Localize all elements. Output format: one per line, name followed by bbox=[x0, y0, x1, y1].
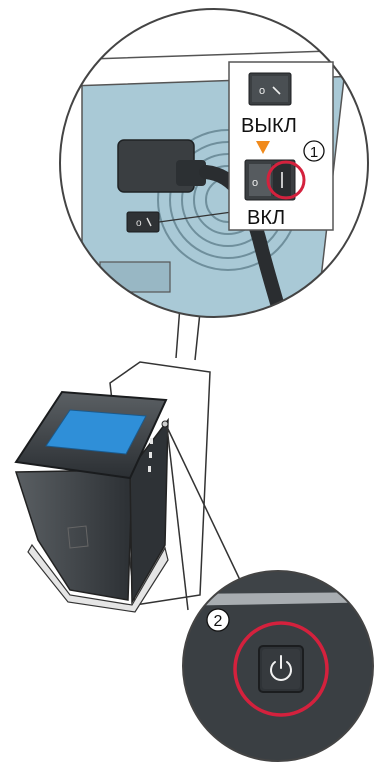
side-ports bbox=[148, 438, 153, 472]
switch-on-label: ВКЛ bbox=[247, 207, 285, 229]
step-1-badge: 1 bbox=[303, 140, 325, 162]
svg-text:o: o bbox=[136, 218, 142, 229]
svg-text:o: o bbox=[252, 177, 258, 189]
device-front-face bbox=[14, 469, 133, 601]
top-callout-lines bbox=[175, 305, 201, 361]
step-2-badge: 2 bbox=[206, 608, 230, 632]
top-magnifier: o o ВЫКЛ o bbox=[59, 8, 369, 361]
power-highlight-ring bbox=[233, 621, 329, 717]
step-2-number: 2 bbox=[214, 613, 223, 630]
on-highlight-ring bbox=[266, 160, 306, 200]
device bbox=[14, 361, 211, 613]
panel-switch: o bbox=[126, 211, 233, 233]
bottom-magnifier: 2 bbox=[166, 426, 374, 762]
power-button bbox=[258, 645, 304, 693]
switch-off-label: ВЫКЛ bbox=[241, 115, 297, 137]
device-side-face bbox=[129, 417, 169, 605]
device-power-button bbox=[161, 420, 169, 428]
device-display bbox=[45, 409, 147, 455]
bottom-callout-lines bbox=[166, 426, 241, 611]
switch-off-icon: o bbox=[248, 72, 292, 106]
power-icon bbox=[270, 655, 292, 681]
svg-text:o: o bbox=[259, 85, 265, 97]
step-1-number: 1 bbox=[310, 144, 318, 161]
switch-on-icon: o bbox=[244, 159, 296, 201]
down-triangle-icon bbox=[256, 141, 270, 154]
switch-inset: o ВЫКЛ o ВКЛ 1 bbox=[228, 61, 334, 231]
